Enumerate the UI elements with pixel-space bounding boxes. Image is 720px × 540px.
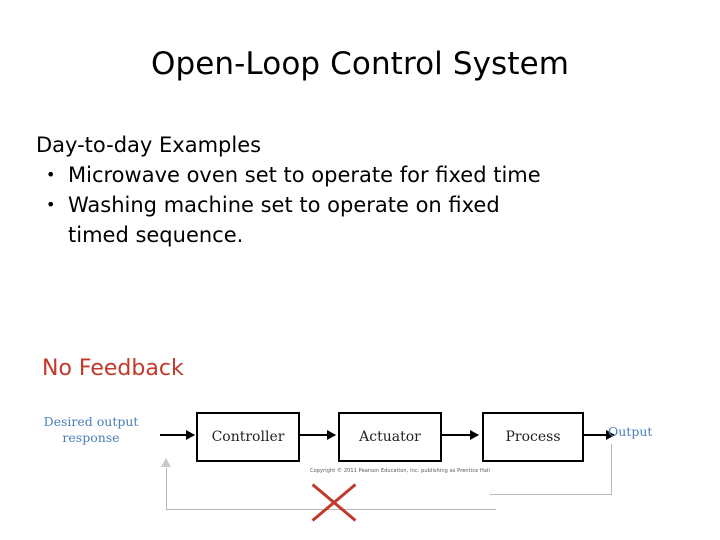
feedback-line-horizontal-right [490,494,612,495]
list-item: • Washing machine set to operate on fixe… [36,190,686,220]
list-item-label: Microwave oven set to operate for fixed … [68,163,541,187]
arrow-input-to-controller-icon [160,430,195,440]
slide-body: Day-to-day Examples • Microwave oven set… [36,130,686,250]
list-item-label: Washing machine set to operate on fixed [68,193,500,217]
desired-output-label: Desired output response [26,414,156,446]
no-feedback-label: No Feedback [42,356,184,381]
bullet-marker-icon: • [46,165,56,184]
feedback-line-vertical-left [166,468,167,510]
block-actuator: Actuator [338,412,442,462]
cross-out-icon [306,480,362,526]
feedback-line-vertical-right [611,444,612,495]
section-heading: Day-to-day Examples [36,133,262,157]
output-label: Output [608,424,653,439]
list-item: • Microwave oven set to operate for fixe… [36,160,686,190]
desired-output-line1: Desired output [43,414,139,429]
arrow-process-to-output-icon [584,430,615,440]
feedback-line-horizontal-bottom [166,509,496,510]
desired-output-line2: response [62,430,120,445]
list-item-continuation: timed sequence. [36,220,686,250]
block-diagram: Desired output response Controller Actua… [0,398,720,540]
block-controller: Controller [196,412,300,462]
block-process: Process [482,412,584,462]
copyright-notice: Copyright © 2011 Pearson Education, Inc.… [310,468,490,474]
bullet-marker-icon: • [46,195,56,214]
arrow-controller-to-actuator-icon [300,430,336,440]
arrow-actuator-to-process-icon [442,430,479,440]
page-title: Open-Loop Control System [150,46,570,82]
list-item-label: timed sequence. [68,223,244,247]
feedback-arrow-icon [161,458,171,467]
